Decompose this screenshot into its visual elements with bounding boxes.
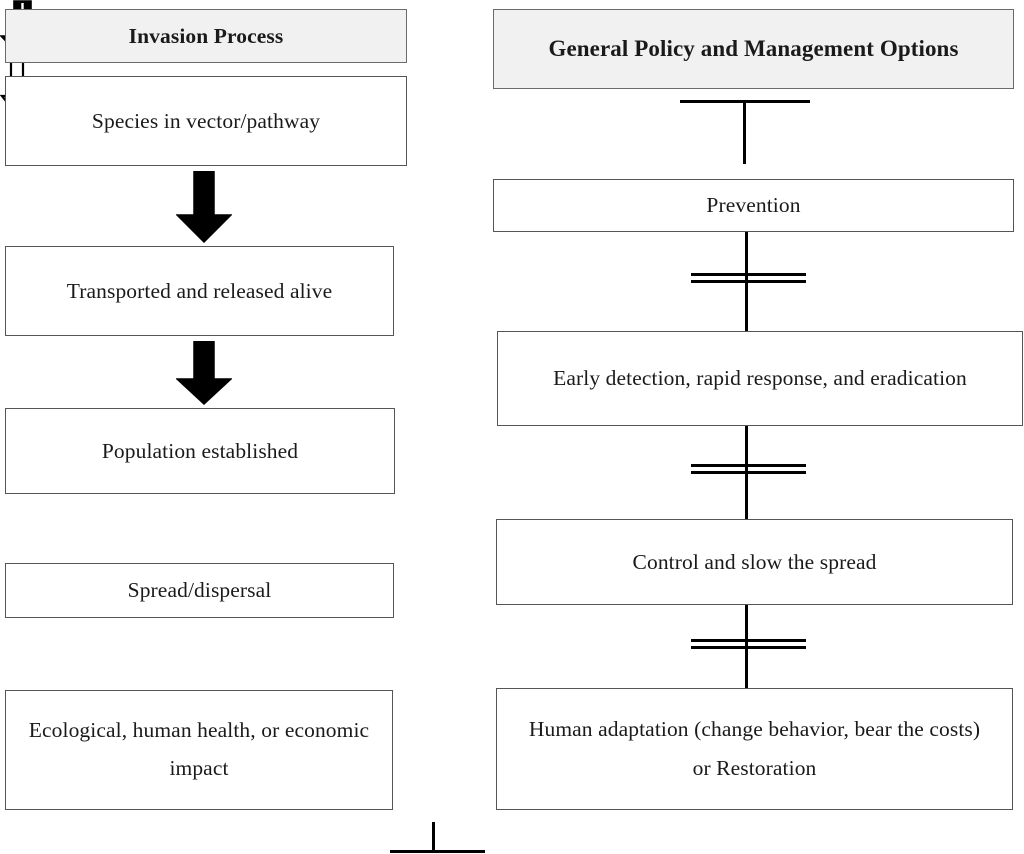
connector-solid-arrow-2	[176, 341, 232, 405]
connector-solid-arrow-1	[176, 171, 232, 243]
right-option-box-1: Prevention	[493, 179, 1014, 232]
right-column-header: General Policy and Management Options	[493, 9, 1014, 89]
right-option-box-4: Human adaptation (change behavior, bear …	[496, 688, 1013, 810]
connector-barrier-2	[691, 426, 811, 522]
connector-barrier-1	[691, 232, 811, 331]
left-stage-box-2: Transported and released alive	[5, 246, 394, 336]
connector-tee-up-footer	[390, 822, 490, 854]
connector-barrier-3	[691, 605, 811, 690]
connector-tee-down	[680, 100, 820, 166]
right-option-box-2: Early detection, rapid response, and era…	[497, 331, 1023, 426]
right-option-box-3: Control and slow the spread	[496, 519, 1013, 605]
left-stage-box-3: Population established	[5, 408, 395, 494]
left-stage-box-1: Species in vector/pathway	[5, 76, 407, 166]
left-column-header: Invasion Process	[5, 9, 407, 63]
left-stage-box-4: Spread/dispersal	[5, 563, 394, 618]
left-stage-box-5: Ecological, human health, or economic im…	[5, 690, 393, 810]
